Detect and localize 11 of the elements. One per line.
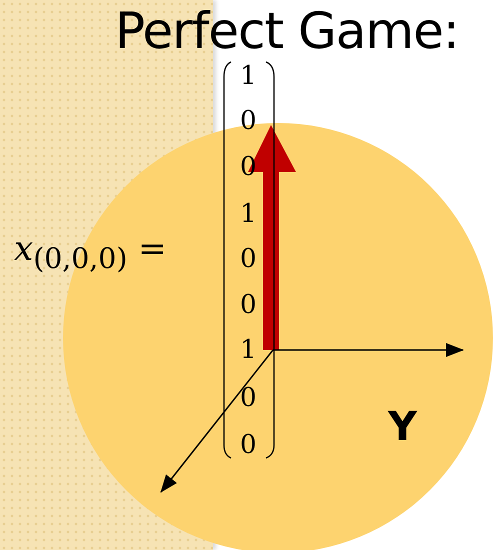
vector-entry: 0 [240,292,257,318]
vector-entry: 1 [240,63,257,89]
vector-entry: 0 [240,385,257,411]
vector-entry: 0 [240,154,257,180]
axis-label: Y [388,404,417,450]
vector-entry: 0 [240,432,257,458]
vector-entry: 1 [240,201,257,227]
vector-entry: 1 [240,337,257,363]
title: Perfect Game: [115,2,459,60]
vector-entry: 0 [240,246,257,272]
equation-label: x$_{(0,0,0)}$ = [14,232,167,274]
